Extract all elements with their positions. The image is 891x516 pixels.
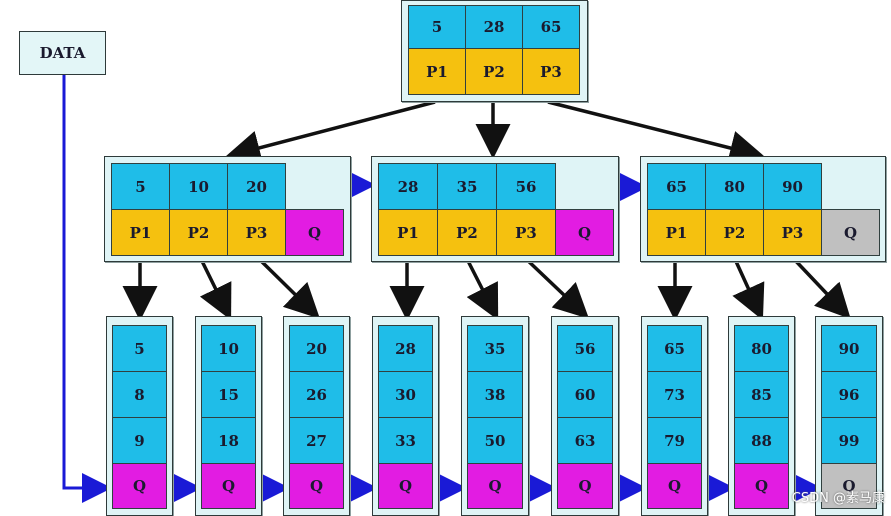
leaf-3-key-3: 27: [289, 417, 344, 464]
internal-1-to-leaf-2-arrow: [198, 256, 232, 321]
root-key-2: 28: [465, 5, 523, 49]
internal-2-to-leaf-6-arrow: [522, 255, 590, 319]
root-to-internal-1-arrow: [225, 100, 436, 165]
leaf-node-7: 65 73 79 Q: [641, 316, 708, 516]
leaf-1-key-3: 9: [112, 417, 167, 464]
root-pointer-2: P2: [465, 48, 523, 95]
internal-3-key-1: 65: [647, 163, 706, 210]
data-pointer-link: [62, 75, 112, 503]
internal-3-pointer-1: P1: [647, 209, 706, 256]
leaf-node-6: 56 60 63 Q: [551, 316, 619, 516]
internal-3-pointer-3: P3: [763, 209, 822, 256]
internal-3-key-2: 80: [705, 163, 764, 210]
leaf-3-key-2: 26: [289, 371, 344, 418]
leaf-4-key-3: 33: [378, 417, 433, 464]
leaf-5-key-3: 50: [467, 417, 523, 464]
internal-1-key-2: 10: [169, 163, 228, 210]
internal-node-1: 5 10 20 P1 P2 P3 Q: [104, 156, 351, 262]
root-pointer-3: P3: [522, 48, 580, 95]
leaf-1-next-pointer: Q: [112, 463, 167, 509]
internal-1-pointer-2: P2: [169, 209, 228, 256]
leaf-node-2: 10 15 18 Q: [195, 316, 262, 516]
leaf-6-key-2: 60: [557, 371, 613, 418]
internal-1-to-leaf-3-arrow: [255, 255, 320, 319]
internal-2-pointer-1: P1: [378, 209, 438, 256]
leaf-7-key-1: 65: [647, 325, 702, 372]
internal-node-2: 28 35 56 P1 P2 P3 Q: [371, 156, 619, 262]
leaf-9-key-1: 90: [821, 325, 877, 372]
internal-node-3: 65 80 90 P1 P2 P3 Q: [640, 156, 886, 262]
root-node: 5 28 65 P1 P2 P3: [401, 0, 588, 102]
leaf-3-next-pointer: Q: [289, 463, 344, 509]
leaf-7-key-2: 73: [647, 371, 702, 418]
leaf-node-9: 90 96 99 Q: [815, 316, 883, 516]
leaf-2-key-1: 10: [201, 325, 256, 372]
data-label: DATA: [39, 44, 86, 62]
internal-1-pointer-3: P3: [227, 209, 286, 256]
root-key-1: 5: [408, 5, 466, 49]
root-key-3: 65: [522, 5, 580, 49]
leaf-1-key-1: 5: [112, 325, 167, 372]
leaf-node-3: 20 26 27 Q: [283, 316, 350, 516]
leaf-6-key-1: 56: [557, 325, 613, 372]
internal-3-key-3: 90: [763, 163, 822, 210]
leaf-2-key-3: 18: [201, 417, 256, 464]
leaf-node-4: 28 30 33 Q: [372, 316, 439, 516]
internal-1-pointer-1: P1: [111, 209, 170, 256]
internal-1-next-pointer: Q: [285, 209, 344, 256]
leaf-9-key-3: 99: [821, 417, 877, 464]
leaf-9-next-pointer-null: Q: [821, 463, 877, 509]
internal-2-key-2: 35: [437, 163, 497, 210]
root-to-internal-3-arrow: [547, 100, 765, 166]
internal-1-key-1: 5: [111, 163, 170, 210]
internal-2-key-3: 56: [496, 163, 556, 210]
leaf-9-key-2: 96: [821, 371, 877, 418]
internal-1-key-3: 20: [227, 163, 286, 210]
leaf-5-key-1: 35: [467, 325, 523, 372]
internal-2-pointer-2: P2: [437, 209, 497, 256]
root-pointer-1: P1: [408, 48, 466, 95]
internal-2-key-1: 28: [378, 163, 438, 210]
leaf-5-key-2: 38: [467, 371, 523, 418]
leaf-4-key-1: 28: [378, 325, 433, 372]
internal-2-pointer-3: P3: [496, 209, 556, 256]
internal-3-next-pointer-null: Q: [821, 209, 880, 256]
leaf-8-key-1: 80: [734, 325, 789, 372]
leaf-2-next-pointer: Q: [201, 463, 256, 509]
leaf-8-key-3: 88: [734, 417, 789, 464]
leaf-node-5: 35 38 50 Q: [461, 316, 529, 516]
internal-3-to-leaf-8-arrow: [732, 256, 765, 321]
leaf-6-next-pointer: Q: [557, 463, 613, 509]
leaf-1-key-2: 8: [112, 371, 167, 418]
leaf-node-1: 5 8 9 Q: [106, 316, 173, 516]
leaf-node-8: 80 85 88 Q: [728, 316, 795, 516]
internal-3-pointer-2: P2: [705, 209, 764, 256]
leaf-7-key-3: 79: [647, 417, 702, 464]
internal-2-to-leaf-5-arrow: [464, 256, 499, 321]
leaf-4-next-pointer: Q: [378, 463, 433, 509]
leaf-8-next-pointer: Q: [734, 463, 789, 509]
leaf-3-key-1: 20: [289, 325, 344, 372]
watermark: CSDN @素马康: [791, 491, 885, 506]
leaf-6-key-3: 63: [557, 417, 613, 464]
leaf-4-key-2: 30: [378, 371, 433, 418]
data-label-box: DATA: [19, 31, 106, 75]
leaf-7-next-pointer: Q: [647, 463, 702, 509]
internal-2-next-pointer: Q: [555, 209, 614, 256]
leaf-8-key-2: 85: [734, 371, 789, 418]
leaf-2-key-2: 15: [201, 371, 256, 418]
leaf-5-next-pointer: Q: [467, 463, 523, 509]
internal-3-to-leaf-9-arrow: [790, 255, 851, 320]
